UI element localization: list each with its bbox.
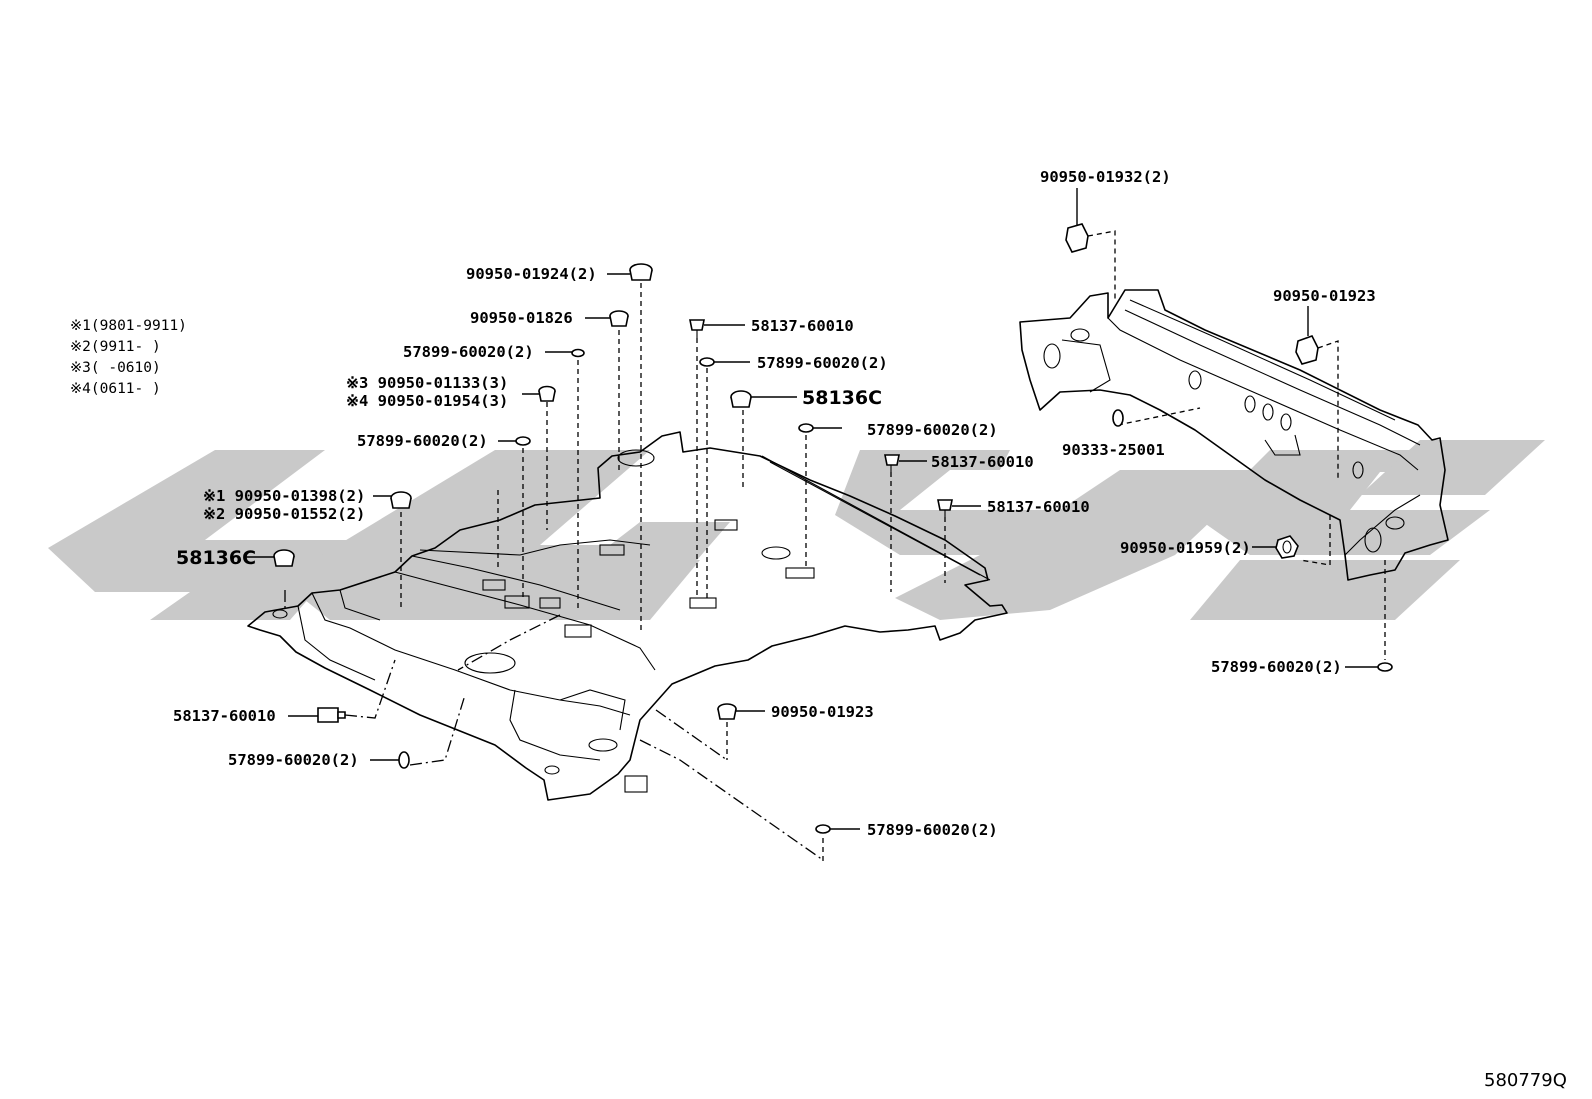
clip-90950-01826 xyxy=(585,310,629,327)
clip-58137-60010-c xyxy=(937,499,981,517)
callout-c09[interactable]: 58136C xyxy=(176,547,256,569)
callout-c01[interactable]: 90950-01924(2) xyxy=(466,265,597,283)
callout-c16[interactable]: 90950-01923 xyxy=(771,703,874,721)
seal-57899-60020-e xyxy=(370,751,410,769)
callout-c11[interactable]: 57899-60020(2) xyxy=(228,751,359,769)
seal-57899-60020-b xyxy=(498,436,531,446)
note-4: ※4(0611- ) xyxy=(70,381,161,397)
callout-c17[interactable]: 57899-60020(2) xyxy=(867,421,998,439)
rear-undercover-assembly xyxy=(1019,289,1449,581)
watermark-logo xyxy=(48,440,1545,620)
callout-c07[interactable]: ※1 90950-01398(2) xyxy=(203,487,365,505)
clip-90950-01924 xyxy=(607,263,653,281)
callout-c06[interactable]: 57899-60020(2) xyxy=(357,432,488,450)
note-1: ※1(9801-9911) xyxy=(70,318,187,334)
callout-c18[interactable]: 58137-60010 xyxy=(987,498,1090,516)
clip-90950-01133 xyxy=(522,385,556,402)
callout-c04[interactable]: ※3 90950-01133(3) xyxy=(346,374,508,392)
callout-c19[interactable]: 57899-60020(2) xyxy=(867,821,998,839)
fastener-parts xyxy=(245,188,1393,834)
clip-58137-60010-a xyxy=(689,319,745,338)
plug-58136c-center xyxy=(730,390,797,408)
clip-90950-01959 xyxy=(1252,535,1299,559)
callout-c10[interactable]: 58137-60010 xyxy=(173,707,276,725)
part-callouts: 90950-01924(2) 90950-01826 57899-60020(2… xyxy=(173,168,1376,839)
callout-c24[interactable]: 57899-60020(2) xyxy=(1211,658,1342,676)
callout-c02[interactable]: 90950-01826 xyxy=(470,309,573,327)
callout-c22[interactable]: 90333-25001 xyxy=(1062,441,1165,459)
plug-90950-01923-right xyxy=(1295,306,1319,365)
diagram-code: 580779Q xyxy=(1484,1070,1567,1091)
callout-c05[interactable]: ※4 90950-01954(3) xyxy=(346,392,508,410)
callout-c12[interactable]: 58136C xyxy=(802,387,882,409)
plug-58136c-left xyxy=(245,549,295,567)
note-2: ※2(9911- ) xyxy=(70,339,161,355)
note-3: ※3( -0610) xyxy=(70,360,161,376)
applicability-notes: ※1(9801-9911) ※2(9911- ) ※3( -0610) ※4(0… xyxy=(70,318,187,397)
callout-c08[interactable]: ※2 90950-01552(2) xyxy=(203,505,365,523)
clip-58137-60010-b xyxy=(884,454,927,472)
seal-57899-60020-d xyxy=(798,423,842,433)
seal-57899-60020-a xyxy=(545,348,585,358)
seal-90333-25001 xyxy=(1112,409,1124,427)
clip-90950-01923-bottom xyxy=(717,703,765,720)
callout-c13[interactable]: 57899-60020(2) xyxy=(757,354,888,372)
callout-c21[interactable]: 90950-01923 xyxy=(1273,287,1376,305)
seal-57899-60020-g xyxy=(1345,662,1393,672)
callout-c23[interactable]: 90950-01959(2) xyxy=(1120,539,1251,557)
seal-57899-60020-f xyxy=(815,824,860,834)
clip-58137-60010-d xyxy=(288,707,346,723)
seal-57899-60020-c xyxy=(699,357,750,367)
assembly-lines xyxy=(284,230,1386,862)
callout-c14[interactable]: 58137-60010 xyxy=(751,317,854,335)
plug-90950-01932 xyxy=(1065,188,1089,253)
callout-c03[interactable]: 57899-60020(2) xyxy=(403,343,534,361)
callout-c20[interactable]: 90950-01932(2) xyxy=(1040,168,1171,186)
callout-c15[interactable]: 58137-60010 xyxy=(931,453,1034,471)
clip-90950-01398 xyxy=(373,491,412,509)
